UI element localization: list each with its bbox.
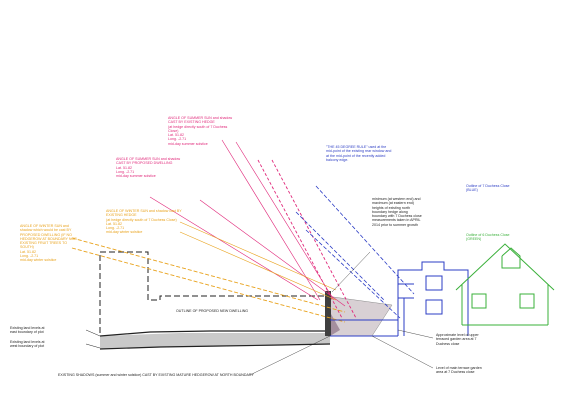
proposed-dwelling (99, 251, 327, 333)
label-proposed-dwelling-outline: OUTLINE OF PROPOSED NEW DWELLING (176, 309, 249, 313)
label-summer-sun-dwelling: ANGLE OF SUMMER SUN and shadow CAST BY P… (116, 157, 181, 179)
label-winter-sun-hedge: ANGLE OF WINTER SUN and shadow cast BY E… (106, 209, 182, 235)
outline-7-duchess-close (330, 261, 469, 337)
proposed-dwelling-outline (99, 251, 327, 333)
leader-land-west (85, 343, 101, 349)
label-leaders (249, 251, 434, 376)
label-land-levels-west: Existing land levels at west boundary of… (10, 340, 45, 349)
label-land-levels-east: Existing land levels at east boundary of… (10, 326, 45, 335)
label-existing-shadows: EXISTING SHADOWS (summer and winter sols… (58, 373, 254, 377)
label-outline-7-duchess-close: Outline of 7 Duchess Close (BLUE) (466, 184, 510, 193)
leader-land-east (85, 329, 101, 337)
label-winter-sun-dwelling: ANGLE OF WINTER SUN and shadow which wou… (20, 224, 77, 263)
west-land-level-line (99, 343, 331, 350)
outline-6-duchess-close (455, 243, 555, 326)
label-summer-sun-hedge: ANGLE OF SUMMER SUN and shadow CAST BY E… (168, 116, 233, 146)
label-45-degree-rule: "THE 45 DEGREE RULE" used at the mid-poi… (326, 145, 392, 162)
summer-sun-lines (149, 139, 357, 319)
label-main-terrace-level: Level of main terrace garden area at 7 D… (436, 366, 482, 375)
winter-sun-lines (71, 221, 346, 323)
hedgerow-north-boundary (325, 291, 331, 336)
ground-levels (85, 329, 331, 350)
label-outline-6-duchess-close: Outline of 6 Duchess Close (GREEN) (466, 233, 510, 242)
east-land-level-line (99, 330, 330, 337)
label-upper-terrace-level: Approximate level of upper terraced gard… (436, 333, 479, 346)
label-hedge-heights: minimum (at western end) and maximum (at… (372, 197, 422, 227)
